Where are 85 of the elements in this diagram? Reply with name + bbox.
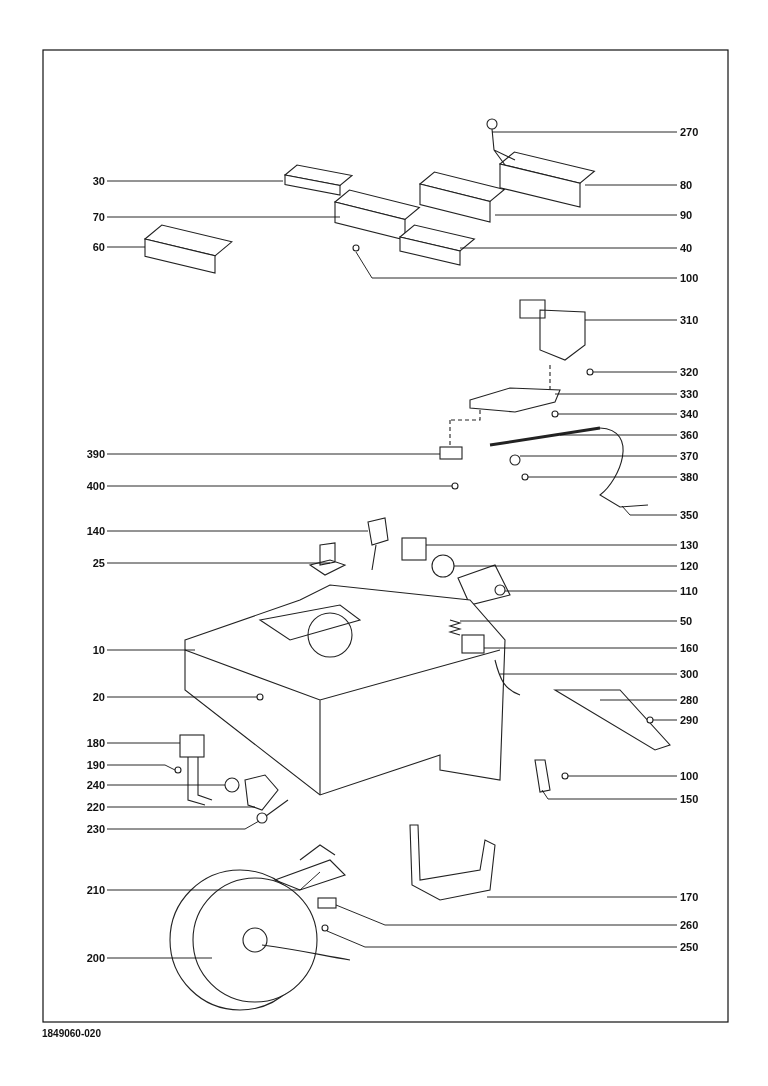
callout-number: 240 bbox=[71, 778, 105, 792]
leader-line bbox=[486, 896, 678, 898]
callout-number: 100 bbox=[680, 271, 714, 285]
leader-line bbox=[106, 784, 226, 786]
leader-line bbox=[106, 696, 258, 698]
leader-line bbox=[425, 544, 678, 546]
callout-number: 300 bbox=[680, 667, 714, 681]
leader-line bbox=[453, 565, 678, 567]
leader-line bbox=[106, 957, 213, 959]
leader-line bbox=[499, 673, 678, 675]
leader-line bbox=[459, 247, 678, 249]
leader-line bbox=[559, 434, 678, 436]
callout-number: 160 bbox=[680, 641, 714, 655]
leader-line bbox=[355, 251, 678, 279]
leader-line bbox=[584, 319, 678, 321]
leader-line bbox=[106, 742, 181, 744]
callout-number: 110 bbox=[680, 584, 714, 598]
leader-line bbox=[106, 562, 331, 564]
callout-number: 30 bbox=[71, 174, 105, 188]
leader-line bbox=[106, 530, 369, 532]
leader-line bbox=[106, 649, 196, 651]
callout-number: 370 bbox=[680, 449, 714, 463]
callout-number: 320 bbox=[680, 365, 714, 379]
leader-line bbox=[459, 620, 678, 622]
callout-number: 60 bbox=[71, 240, 105, 254]
callout-number: 400 bbox=[71, 479, 105, 493]
leader-line bbox=[557, 413, 678, 415]
callout-number: 25 bbox=[71, 556, 105, 570]
callout-number: 280 bbox=[680, 693, 714, 707]
callout-number: 350 bbox=[680, 508, 714, 522]
callout-number: 250 bbox=[680, 940, 714, 954]
callout-number: 290 bbox=[680, 713, 714, 727]
callout-number: 390 bbox=[71, 447, 105, 461]
callout-number: 380 bbox=[680, 470, 714, 484]
callout-number: 220 bbox=[71, 800, 105, 814]
callout-number: 210 bbox=[71, 883, 105, 897]
callout-number: 170 bbox=[680, 890, 714, 904]
callout-number: 140 bbox=[71, 524, 105, 538]
leader-line bbox=[106, 216, 341, 218]
leader-line bbox=[527, 476, 678, 478]
leader-line bbox=[567, 775, 678, 777]
leader-line bbox=[599, 699, 678, 701]
callout-number: 50 bbox=[680, 614, 714, 628]
leader-line bbox=[519, 455, 678, 457]
callout-number: 40 bbox=[680, 241, 714, 255]
callout-number: 310 bbox=[680, 313, 714, 327]
callout-number: 270 bbox=[680, 125, 714, 139]
callout-number: 190 bbox=[71, 758, 105, 772]
callout-number: 340 bbox=[680, 407, 714, 421]
callout-number: 150 bbox=[680, 792, 714, 806]
callout-number: 180 bbox=[71, 736, 105, 750]
callout-number: 130 bbox=[680, 538, 714, 552]
leader-line bbox=[335, 904, 678, 926]
leader-line bbox=[106, 246, 146, 248]
drawing-number: 1849060-020 bbox=[42, 1028, 101, 1039]
leader-line bbox=[621, 505, 678, 516]
callout-number: 200 bbox=[71, 951, 105, 965]
leader-line bbox=[106, 453, 441, 455]
callout-number: 20 bbox=[71, 690, 105, 704]
callout-number: 230 bbox=[71, 822, 105, 836]
leader-line bbox=[106, 871, 321, 891]
leader-line bbox=[106, 180, 284, 182]
leader-line bbox=[106, 820, 260, 830]
leader-line bbox=[106, 485, 453, 487]
callout-number: 360 bbox=[680, 428, 714, 442]
leader-line bbox=[541, 789, 678, 800]
leader-line bbox=[491, 131, 678, 133]
leader-line bbox=[584, 184, 678, 186]
callout-number: 80 bbox=[680, 178, 714, 192]
leader-line bbox=[106, 806, 256, 808]
leader-line bbox=[494, 214, 678, 216]
leader-line bbox=[106, 764, 176, 771]
callout-number: 100 bbox=[680, 769, 714, 783]
leader-line bbox=[326, 930, 678, 948]
leader-line bbox=[554, 393, 678, 395]
callout-number: 90 bbox=[680, 208, 714, 222]
leader-line bbox=[504, 590, 678, 592]
leader-line bbox=[483, 647, 678, 649]
callout-number: 10 bbox=[71, 643, 105, 657]
callout-number: 330 bbox=[680, 387, 714, 401]
leader-line bbox=[652, 719, 678, 721]
leader-line bbox=[592, 371, 678, 373]
callout-number: 260 bbox=[680, 918, 714, 932]
callout-number: 70 bbox=[71, 210, 105, 224]
callout-number: 120 bbox=[680, 559, 714, 573]
